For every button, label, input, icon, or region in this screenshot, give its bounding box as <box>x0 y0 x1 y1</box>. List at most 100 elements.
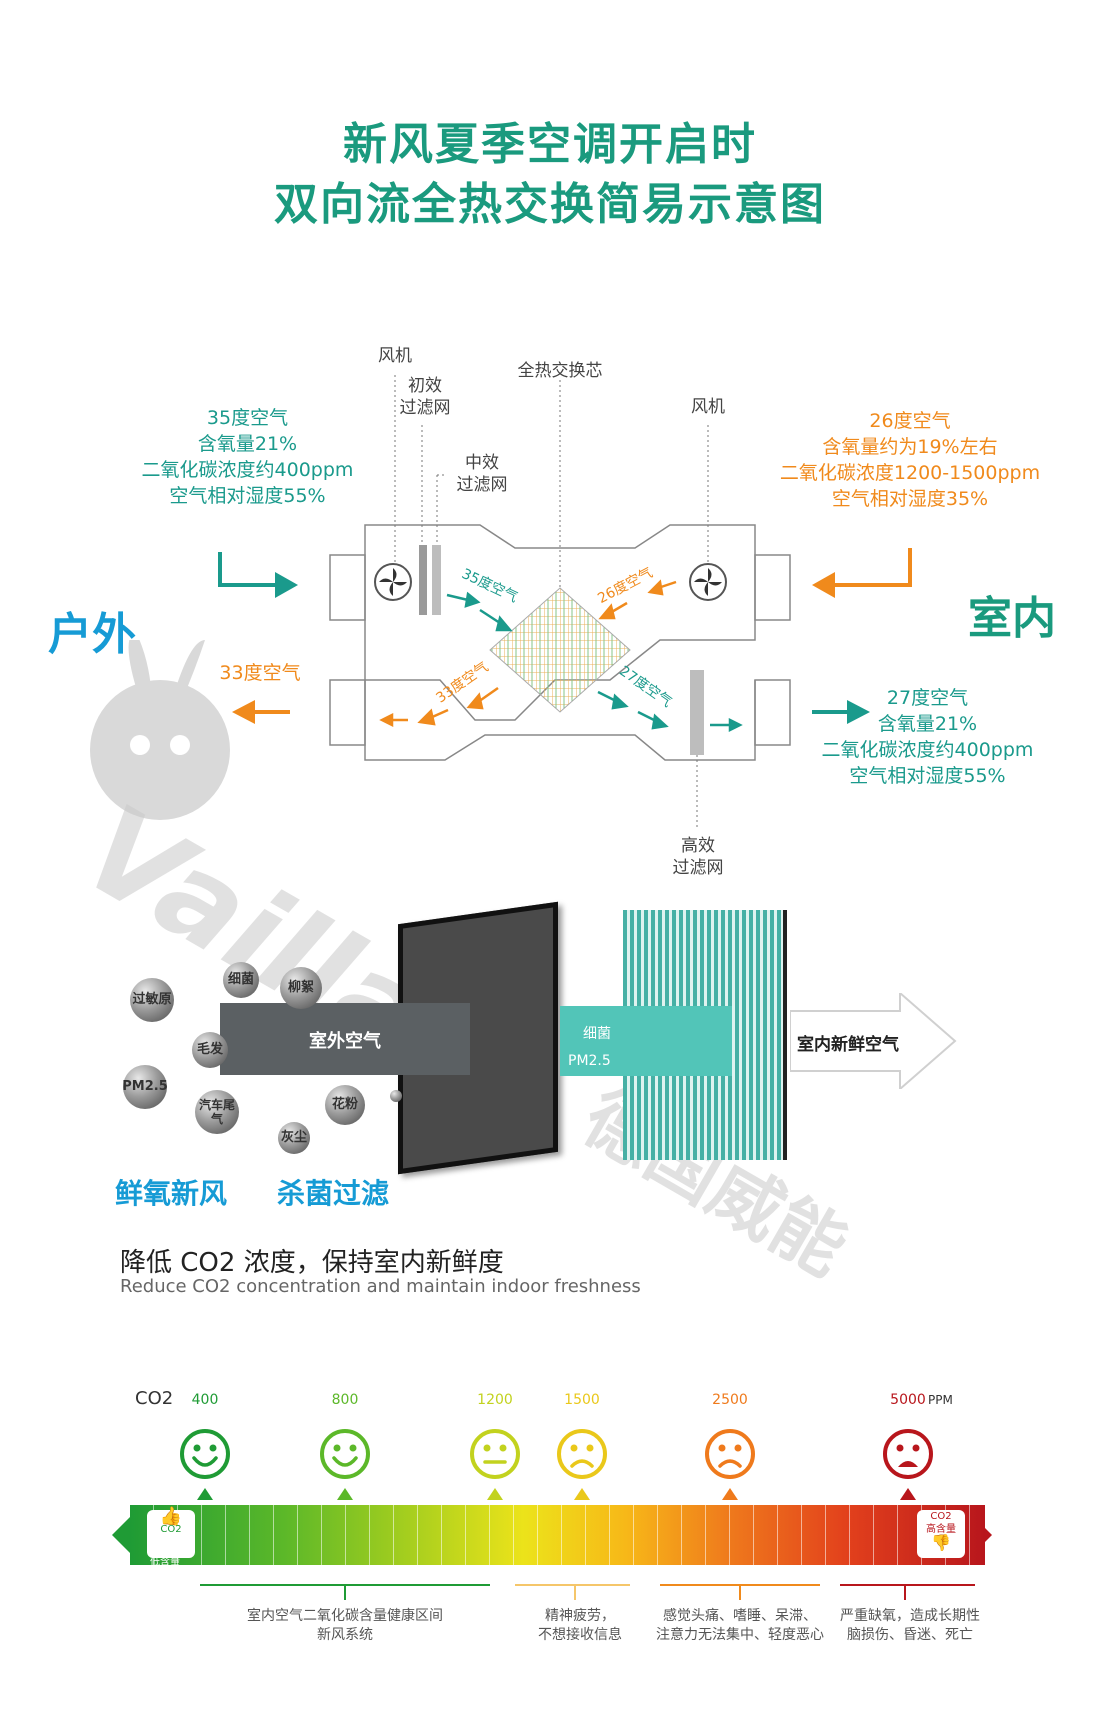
pollutant-hair: 毛发 <box>192 1032 228 1068</box>
note-fatigue-l2: 不想接收信息 <box>538 1627 622 1643</box>
mid-filter <box>432 545 441 615</box>
indoor-out-stats: 26度空气 含氧量约为19%左右 二氧化碳浓度1200-1500ppm 空气相对… <box>760 408 1060 512</box>
outdoor-air-band <box>220 1003 470 1075</box>
low-badge-l1: CO2 <box>160 1524 182 1535</box>
co2-value-1500: 1500 <box>564 1392 600 1408</box>
pollutant-allergen: 过敏原 <box>130 978 174 1022</box>
note-fatigue-l1: 精神疲劳， <box>545 1608 615 1624</box>
supply-temp: 27度空气 <box>886 687 969 709</box>
thumbs-up-icon: 👍 <box>159 1506 183 1527</box>
co2-value-5000: 5000 <box>890 1392 926 1408</box>
note-headache: 感觉头痛、嗜睡、呆滞、注意力无法集中、轻度恶心 <box>640 1607 840 1645</box>
co2-pointer-1200 <box>487 1488 503 1500</box>
note-hypoxia: 严重缺氧，造成长期性脑损伤、昏迷、死亡 <box>830 1607 990 1645</box>
co2-value-400: 400 <box>191 1392 219 1408</box>
note-healthy: 室内空气二氧化碳含量健康区间新风系统 <box>200 1607 490 1645</box>
co2-gradient-bar <box>130 1505 985 1565</box>
slogan-en: Reduce CO2 concentration and maintain in… <box>120 1276 641 1297</box>
heat-exchanger-diagram <box>218 375 912 830</box>
fresh-air-label: 室内新鲜空气 <box>797 1035 899 1055</box>
happy-face-icon <box>179 1428 231 1480</box>
thumbs-down-icon: 👎 <box>931 1533 951 1552</box>
pollutant-dust: 灰尘 <box>278 1122 310 1154</box>
tag-fresh-oxygen: 鲜氧新风 <box>115 1177 228 1210</box>
co2-unit: PPM <box>928 1393 953 1407</box>
outdoor-in-oxygen: 含氧量21% <box>197 433 298 455</box>
sad-face-icon <box>704 1428 756 1480</box>
indoor-label: 室内 <box>968 593 1056 644</box>
note-headache-l1: 感觉头痛、嗜睡、呆滞、 <box>663 1608 817 1624</box>
title-line-1: 新风夏季空调开启时 <box>343 119 757 170</box>
exhaust-label: 33度空气 <box>219 662 301 684</box>
pollutant-pollen: 花粉 <box>325 1085 365 1125</box>
filter-inner-1: 细菌 <box>583 1026 611 1042</box>
pollutant-exhaust: 汽车尾气 <box>195 1090 239 1134</box>
co2-value-2500: 2500 <box>712 1392 748 1408</box>
heat-exchange-core <box>489 587 631 713</box>
co2-pointer-2500 <box>722 1488 738 1500</box>
fresh-air-arrow-icon <box>790 993 957 1089</box>
co2-axis-label: CO2 <box>135 1388 174 1409</box>
co2-value-800: 800 <box>331 1392 359 1408</box>
hepa-label-1: 高效 <box>681 836 715 856</box>
supply-arrow <box>812 700 870 724</box>
left-fan-icon <box>374 563 412 601</box>
happy-face-icon <box>319 1428 371 1480</box>
core-label: 全热交换芯 <box>517 361 603 381</box>
outdoor-in-temp: 35度空气 <box>206 407 289 429</box>
primary-filter <box>419 545 427 615</box>
supply-co2: 二氧化碳浓度约400ppm <box>821 739 1034 761</box>
indoor-out-humidity: 空气相对湿度35% <box>831 488 989 510</box>
neutral-face-icon <box>469 1428 521 1480</box>
indoor-out-oxygen: 含氧量约为19%左右 <box>822 436 998 458</box>
supply-oxygen: 含氧量21% <box>877 713 978 735</box>
pollutant-catkin: 柳絮 <box>280 967 322 1009</box>
outdoor-label: 户外 <box>48 609 136 660</box>
outdoor-in-humidity: 空气相对湿度55% <box>169 485 326 507</box>
pollutant-bacteria: 细菌 <box>223 962 259 998</box>
hepa-label-2: 过滤网 <box>672 858 724 878</box>
note-fatigue: 精神疲劳， 不想接收信息 <box>515 1607 645 1645</box>
low-badge-l2: 低含量 <box>150 1557 180 1568</box>
indoor-out-temp: 26度空气 <box>869 410 951 432</box>
filtered-band <box>560 1006 732 1076</box>
co2-value-1200: 1200 <box>477 1392 513 1408</box>
note-healthy-l1: 室内空气二氧化碳含量健康区间 <box>247 1608 443 1624</box>
high-badge-l2: 高含量 <box>926 1524 956 1535</box>
note-healthy-l2: 新风系统 <box>317 1627 373 1643</box>
co2-pointer-400 <box>197 1488 213 1500</box>
pollutant-dot <box>390 1090 402 1102</box>
primary-filter-label-2: 过滤网 <box>399 398 451 418</box>
sad-face-icon <box>556 1428 608 1480</box>
housing-outline <box>329 524 791 761</box>
co2-range-brackets <box>200 1584 975 1600</box>
outdoor-in-stats: 35度空气 含氧量21% 二氧化碳浓度约400ppm 空气相对湿度55% <box>110 405 385 509</box>
fan-right-label: 风机 <box>691 397 725 417</box>
primary-filter-label-1: 初效 <box>408 376 442 396</box>
outdoor-in-co2: 二氧化碳浓度约400ppm <box>141 459 354 481</box>
indoor-out-arrow <box>835 548 912 587</box>
right-fan-icon <box>689 563 727 601</box>
supply-humidity: 空气相对湿度55% <box>849 765 1006 787</box>
co2-low-badge: 👍 CO2 <box>147 1506 195 1558</box>
exhaust-arrow <box>232 700 290 724</box>
co2-pointer-1500 <box>574 1488 590 1500</box>
mid-filter-label-2: 过滤网 <box>456 475 508 495</box>
note-headache-l2: 注意力无法集中、轻度恶心 <box>656 1627 824 1643</box>
supply-stats: 27度空气 含氧量21% 二氧化碳浓度约400ppm 空气相对湿度55% <box>790 685 1065 789</box>
outdoor-in-arrow <box>218 552 275 587</box>
co2-pointer-5000 <box>900 1488 916 1500</box>
high-badge-l1: CO2 <box>930 1511 952 1522</box>
hepa-filter <box>690 670 704 755</box>
outdoor-air-label: 室外空气 <box>309 1031 381 1052</box>
co2-high-badge: CO2 高含量 👎 <box>917 1510 965 1558</box>
slogan-cn: 降低 CO2 浓度，保持室内新鲜度 <box>120 1248 504 1278</box>
fan-left-label: 风机 <box>378 346 412 366</box>
tag-sterilize: 杀菌过滤 <box>277 1177 390 1210</box>
indoor-out-co2: 二氧化碳浓度1200-1500ppm <box>779 462 1041 484</box>
angry-face-icon <box>882 1428 934 1480</box>
note-hypoxia-l1: 严重缺氧，造成长期性 <box>840 1608 980 1624</box>
note-hypoxia-l2: 脑损伤、昏迷、死亡 <box>847 1627 973 1643</box>
title-line-2: 双向流全热交换简易示意图 <box>274 179 826 230</box>
pollutant-pm25: PM2.5 <box>122 1065 168 1109</box>
